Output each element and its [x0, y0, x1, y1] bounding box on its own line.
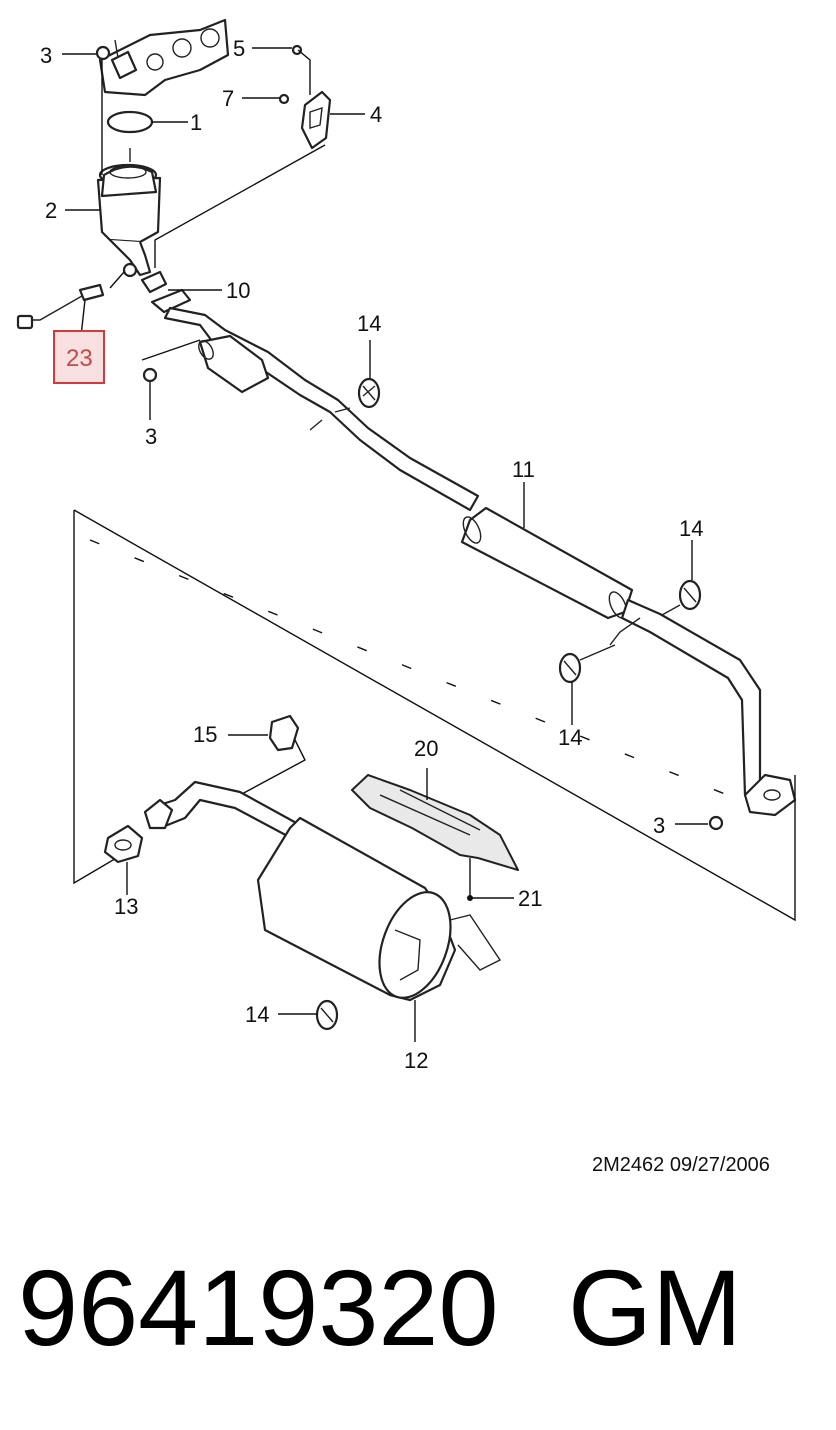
callout-2: 2 [45, 198, 57, 223]
exhaust-manifold [98, 18, 230, 97]
callout-10: 10 [226, 278, 250, 303]
bolt [291, 44, 303, 56]
callout-23: 23 [66, 345, 93, 372]
part-number: 96419320 [18, 1247, 499, 1368]
callout-21: 21 [518, 886, 542, 911]
callout-13: 13 [114, 894, 138, 919]
rubber-hanger [315, 999, 339, 1031]
nut [708, 815, 724, 831]
rubber-hanger [357, 377, 381, 409]
bracket [300, 90, 332, 150]
callout-4: 4 [370, 102, 382, 127]
callout-3-rear: 3 [653, 813, 665, 838]
gasket [106, 110, 154, 134]
front-pipe [163, 306, 480, 512]
heat-shield [351, 774, 519, 871]
brand-name: GM [568, 1247, 742, 1368]
callout-14-bottom: 14 [245, 1002, 269, 1027]
callout-15: 15 [193, 722, 217, 747]
oxygen-sensor [16, 262, 138, 330]
bolt [278, 93, 290, 105]
callout-7: 7 [222, 86, 234, 111]
callout-12: 12 [404, 1048, 428, 1073]
callout-3-mid: 3 [145, 424, 157, 449]
callout-1: 1 [190, 110, 202, 135]
callout-14-middle: 14 [558, 725, 582, 750]
callout-11: 11 [512, 457, 535, 482]
callout-3-top: 3 [40, 43, 52, 68]
callout-14-right: 14 [679, 516, 703, 541]
callout-14-upper: 14 [357, 311, 381, 336]
gasket [103, 824, 144, 864]
nut [142, 367, 158, 383]
callout-5: 5 [233, 36, 245, 61]
catalytic-converter [96, 148, 162, 277]
center-muffler [460, 506, 762, 797]
highlight-box [53, 330, 105, 384]
rubber-hanger [558, 652, 582, 684]
rubber-hanger [678, 579, 702, 611]
hanger-bracket [268, 714, 300, 752]
nut [95, 45, 111, 61]
rear-muffler [256, 816, 502, 1002]
flange [140, 270, 168, 294]
callout-20: 20 [414, 736, 438, 761]
diagram-reference: 2M2462 09/27/2006 [592, 1154, 770, 1176]
